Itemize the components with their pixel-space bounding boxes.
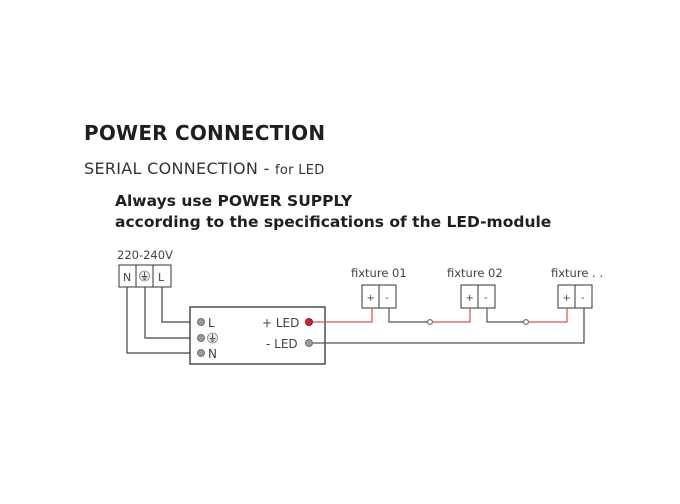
driver-output-negative-label: - LED bbox=[266, 337, 298, 351]
wire-positive-to-fixture-1 bbox=[313, 308, 373, 323]
fixture-3-plus: + bbox=[563, 293, 571, 304]
wire-fixture-2-minus bbox=[486, 308, 524, 323]
wire-negative-return bbox=[313, 308, 585, 344]
subtitle-suffix: for LED bbox=[275, 163, 325, 178]
wire-junction-1-to-fixture-2 bbox=[432, 308, 471, 323]
driver-input-earth-dot bbox=[197, 334, 205, 342]
wire-n bbox=[126, 287, 200, 354]
wire-earth bbox=[144, 287, 200, 339]
notice-line-2: according to the specifications of the L… bbox=[115, 213, 552, 231]
subtitle: SERIAL CONNECTION - for LED bbox=[84, 159, 325, 178]
page-title: POWER CONNECTION bbox=[84, 121, 326, 145]
driver-earth-icon bbox=[207, 332, 218, 344]
fixture-2-minus: - bbox=[484, 293, 488, 304]
driver-output-positive-label: + LED bbox=[262, 316, 299, 330]
fixture-3-label: fixture . . bbox=[551, 266, 603, 280]
mains-terminal-block: N L bbox=[118, 264, 172, 288]
earth-icon bbox=[139, 270, 150, 282]
junction-2 bbox=[523, 319, 529, 325]
fixture-1-plus: + bbox=[367, 293, 375, 304]
fixture-2-plus: + bbox=[466, 293, 474, 304]
fixture-1-label: fixture 01 bbox=[351, 266, 407, 280]
driver-input-n-dot bbox=[197, 349, 205, 357]
fixture-2-label: fixture 02 bbox=[447, 266, 503, 280]
wire-l bbox=[161, 287, 200, 323]
driver-input-l-dot bbox=[197, 318, 205, 326]
driver-input-l-label: L bbox=[208, 316, 215, 330]
mains-terminal-n: N bbox=[123, 271, 131, 284]
driver-output-negative-dot bbox=[305, 339, 313, 347]
driver-input-n-label: N bbox=[208, 347, 217, 361]
wire-fixture-1-minus bbox=[388, 308, 428, 323]
led-driver: L N + LED - LED bbox=[189, 306, 326, 365]
junction-1 bbox=[427, 319, 433, 325]
fixture-2: fixture 02 + - bbox=[447, 266, 503, 309]
fixture-1-minus: - bbox=[385, 293, 389, 304]
subtitle-main: SERIAL CONNECTION - bbox=[84, 159, 276, 178]
fixture-3-minus: - bbox=[581, 293, 585, 304]
notice-line-1: Always use POWER SUPPLY bbox=[115, 192, 353, 210]
mains-voltage-label: 220-240V bbox=[117, 248, 173, 262]
mains-terminal-l: L bbox=[158, 271, 165, 284]
fixture-3: fixture . . + - bbox=[551, 266, 603, 309]
wire-junction-2-to-fixture-3 bbox=[528, 308, 568, 323]
fixture-1: fixture 01 + - bbox=[351, 266, 407, 309]
driver-output-positive-dot bbox=[304, 317, 313, 326]
